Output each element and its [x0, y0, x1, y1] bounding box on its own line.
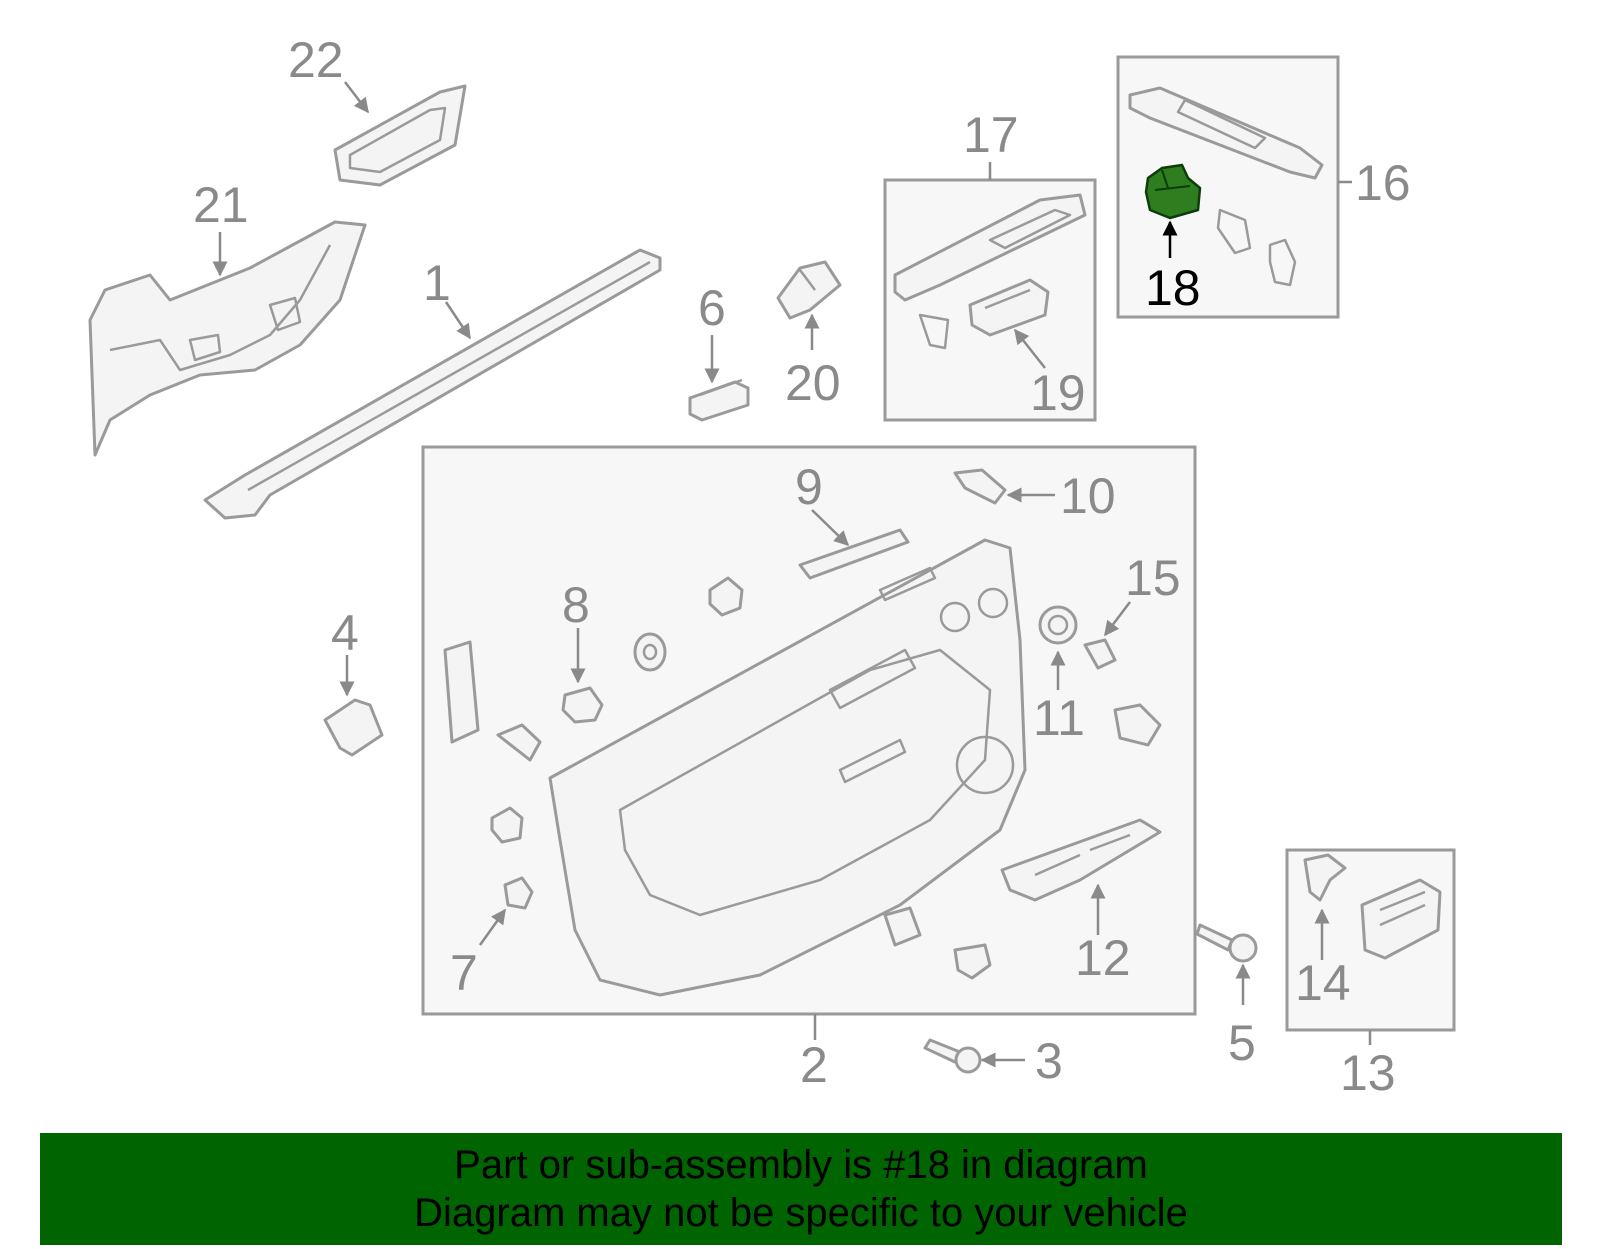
callout-21: 21: [193, 177, 249, 233]
callout-5: 5: [1228, 1015, 1256, 1071]
part-20-bracket[interactable]: [776, 260, 842, 320]
part-18-highlighted-switch[interactable]: [1144, 163, 1202, 220]
callout-6: 6: [698, 280, 726, 336]
callout-18: 18: [1145, 260, 1201, 316]
callout-7: 7: [450, 945, 478, 1001]
callout-10: 10: [1060, 468, 1116, 524]
part-21-trim-panel[interactable]: [88, 220, 367, 457]
callout-8: 8: [562, 577, 590, 633]
info-banner: Part or sub-assembly is #18 in diagram D…: [40, 1133, 1562, 1245]
callout-11: 11: [1033, 690, 1085, 746]
callout-2: 2: [800, 1037, 828, 1093]
callout-3: 3: [1035, 1033, 1063, 1089]
leader-1: [444, 301, 472, 340]
leader-19: [1014, 328, 1046, 369]
part-19-switch[interactable]: [968, 278, 1050, 337]
part-10-clip[interactable]: [953, 468, 1007, 505]
part-washer[interactable]: [633, 632, 667, 672]
part-14-clip[interactable]: [1303, 853, 1347, 902]
callout-9: 9: [795, 459, 823, 515]
part-5-screw[interactable]: [1195, 923, 1258, 963]
part-4-bracket[interactable]: [323, 698, 384, 757]
part-13-handle[interactable]: [1360, 878, 1442, 960]
part-bracket-right[interactable]: [1113, 703, 1162, 747]
part-16-switch-bezel[interactable]: [1128, 86, 1324, 287]
callout-13: 13: [1340, 1045, 1396, 1101]
part-nut-lower[interactable]: [490, 806, 524, 844]
part-15-clip[interactable]: [1083, 638, 1117, 670]
part-18-body[interactable]: [1144, 163, 1202, 220]
callout-17: 17: [963, 107, 1019, 163]
part-12-switch-panel[interactable]: [1000, 818, 1162, 902]
leader-9: [811, 509, 850, 547]
part-1-belt-strip[interactable]: [203, 248, 662, 520]
leader-22: [344, 81, 369, 114]
banner-line-part: Part or sub-assembly is #18 in diagram: [454, 1143, 1148, 1187]
callout-16: 16: [1355, 155, 1411, 211]
part-2-door-panel[interactable]: [548, 538, 1027, 997]
callout-12: 12: [1075, 930, 1131, 986]
callout-4: 4: [331, 605, 359, 661]
part-square-clip[interactable]: [883, 906, 922, 947]
callout-19: 19: [1030, 365, 1086, 421]
part-7-pushpin[interactable]: [503, 876, 534, 910]
part-9-vent[interactable]: [798, 528, 910, 580]
leader-7: [478, 908, 507, 946]
callout-22: 22: [288, 32, 344, 88]
callout-1: 1: [423, 255, 451, 311]
part-small-tab[interactable]: [953, 943, 992, 980]
part-8-fastener[interactable]: [561, 686, 604, 724]
callout-14: 14: [1295, 955, 1351, 1011]
callout-20: 20: [785, 355, 841, 411]
banner-line-disclaimer: Diagram may not be specific to your vehi…: [414, 1191, 1188, 1235]
callout-15: 15: [1125, 550, 1181, 606]
part-pillar-trim[interactable]: [443, 640, 480, 744]
part-22-pull-cup[interactable]: [333, 84, 467, 187]
part-nut-upper[interactable]: [708, 576, 744, 617]
part-17-switch-bezel[interactable]: [893, 193, 1087, 350]
part-11-grommet[interactable]: [1038, 605, 1078, 645]
part-3-screw[interactable]: [923, 1038, 982, 1074]
part-6-clip[interactable]: [688, 378, 750, 422]
leader-15: [1104, 601, 1131, 637]
part-clip-small[interactable]: [496, 723, 542, 762]
